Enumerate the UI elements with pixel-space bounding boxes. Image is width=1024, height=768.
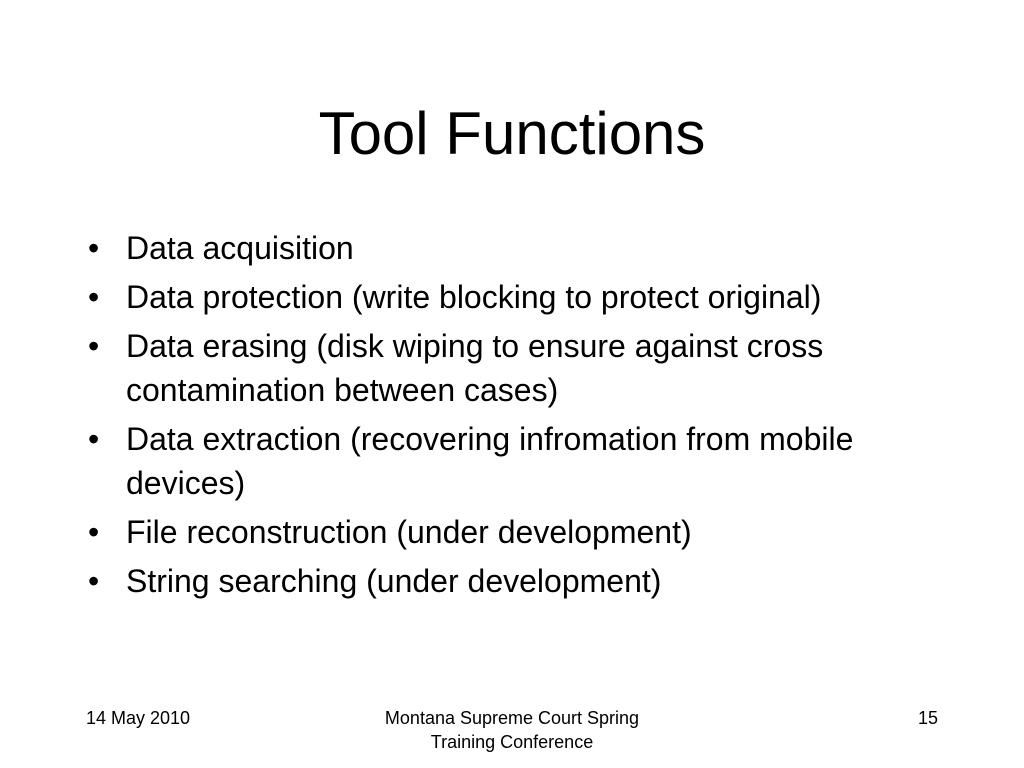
bullet-text: File reconstruction (under development): [126, 514, 692, 550]
footer-event: Montana Supreme Court Spring Training Co…: [312, 706, 712, 754]
page-number: 15: [917, 708, 938, 728]
bullet-icon: •: [88, 328, 100, 364]
bullet-icon: •: [88, 514, 100, 550]
bullet-icon: •: [88, 563, 100, 599]
bullet-item: • File reconstruction (under development…: [86, 510, 936, 554]
bullet-item: • Data acquisition: [86, 226, 936, 270]
bullet-item: • Data protection (write blocking to pro…: [86, 275, 936, 319]
bullet-icon: •: [88, 230, 100, 266]
bullet-item: • Data erasing (disk wiping to ensure ag…: [86, 324, 936, 412]
bullet-list: • Data acquisition • Data protection (wr…: [86, 226, 936, 608]
bullet-item: • String searching (under development): [86, 559, 936, 603]
footer-event-line: Training Conference: [430, 732, 594, 752]
slide-title: Tool Functions: [318, 100, 706, 167]
bullet-icon: •: [88, 421, 100, 457]
bullet-text: Data acquisition: [126, 230, 354, 266]
bullet-text: Data extraction (recovering infromation …: [126, 421, 854, 501]
bullet-text: String searching (under development): [126, 563, 662, 599]
footer-event-line: Montana Supreme Court Spring: [384, 708, 640, 728]
bullet-item: • Data extraction (recovering infromatio…: [86, 417, 936, 505]
bullet-text: Data erasing (disk wiping to ensure agai…: [126, 328, 824, 408]
bullet-text: Data protection (write blocking to prote…: [126, 279, 822, 315]
bullet-icon: •: [88, 279, 100, 315]
footer-date: 14 May 2010: [86, 708, 191, 728]
